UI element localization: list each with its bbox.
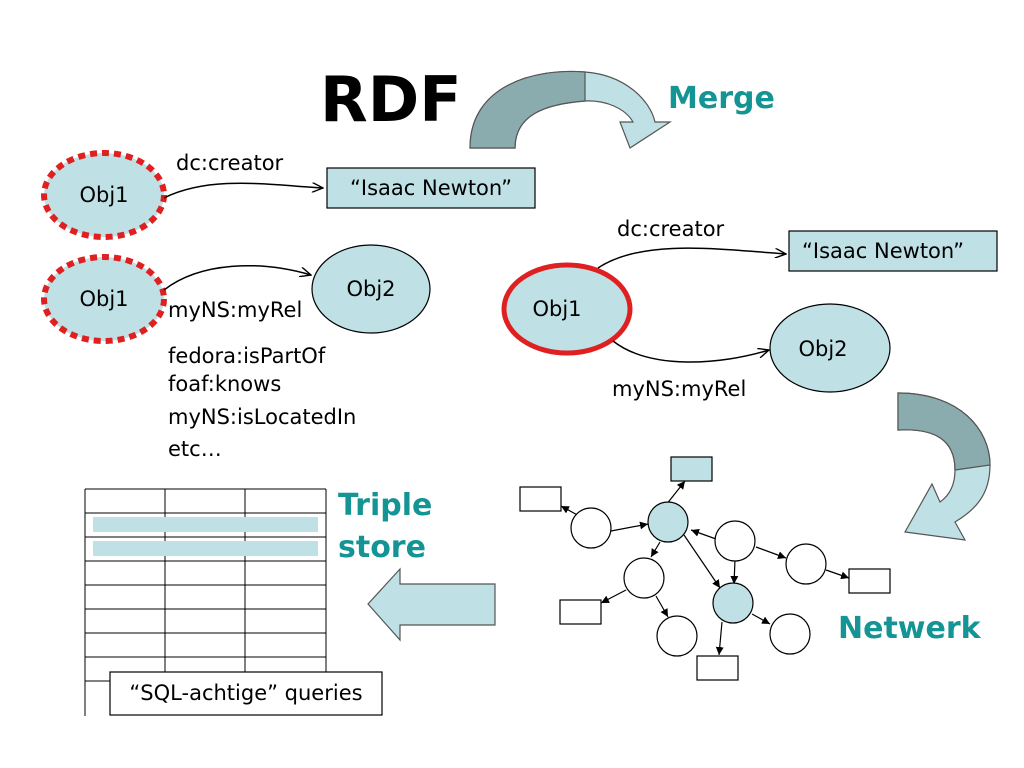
obj1-label-triple2: Obj1 [79,287,128,311]
predicate-example: myNS:isLocatedIn [168,405,356,429]
isaac-newton-label-left: “Isaac Newton” [350,176,512,200]
dc-creator-edge-left [163,183,323,199]
isaac-newton-box-merged [788,230,998,272]
merge-curved-arrow [469,70,673,149]
triple-store-table [84,488,327,716]
predicate-example: foaf:knows [168,372,281,396]
dc-creator-edge-merged [597,247,786,269]
obj1-label-triple1: Obj1 [79,183,128,207]
triple-store-label-line1: Triple [338,488,432,523]
obj1-label-merged: Obj1 [532,297,581,321]
obj1-node-merged [501,262,633,356]
mynsmyrel-edge-merged [612,340,769,363]
dc-creator-label-left: dc:creator [176,151,284,175]
obj2-label-merged: Obj2 [798,337,847,361]
network-label: Netwerk [838,611,982,646]
network-graph [519,456,891,681]
isaac-newton-box-left [326,167,536,209]
to-triple-store-arrow [367,567,496,642]
mynsmyrel-label-merged: myNS:myRel [612,377,746,401]
network-curved-arrow [897,392,991,541]
obj1-node-triple2 [41,254,167,344]
predicate-example: etc… [168,437,222,461]
obj2-node-merged [769,303,891,393]
query-caption-box [109,671,383,716]
merge-label: Merge [668,81,775,116]
obj2-label-left: Obj2 [346,277,395,301]
query-caption: “SQL-achtige” queries [129,681,362,705]
triple-store-label-line2: store [338,530,426,565]
mynsmyrel-label-left: myNS:myRel [168,298,302,322]
isaac-newton-label-merged: “Isaac Newton” [802,239,964,263]
mynsmyrel-edge-left [163,264,311,291]
predicate-example: fedora:isPartOf [168,344,326,368]
obj2-node-left [311,244,431,334]
obj1-node-triple1 [41,150,167,240]
dc-creator-label-merged: dc:creator [617,217,725,241]
title: RDF [320,63,462,136]
